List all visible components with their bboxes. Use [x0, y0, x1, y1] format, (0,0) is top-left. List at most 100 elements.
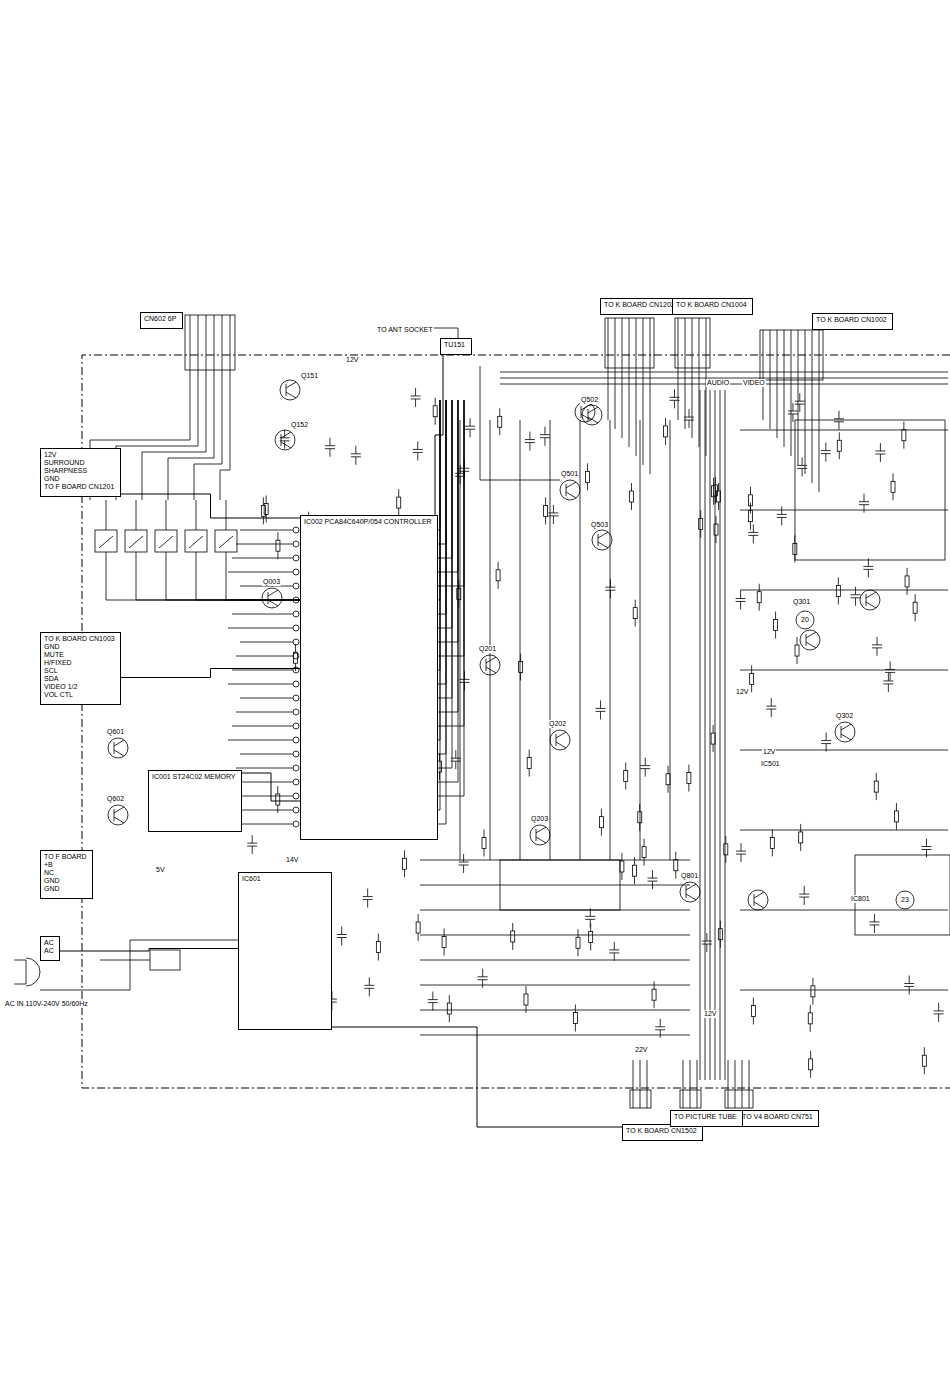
ic-pin — [293, 569, 299, 575]
wire — [114, 809, 115, 821]
part-label: 14V — [285, 856, 299, 864]
wire — [771, 698, 772, 706]
wire — [924, 1047, 925, 1055]
wire — [915, 594, 916, 602]
part-label: 12V — [762, 748, 776, 756]
ic-pin — [293, 695, 299, 701]
wire — [740, 601, 741, 609]
wire — [635, 619, 636, 627]
wire — [810, 1024, 811, 1032]
wire — [219, 536, 233, 548]
resistor-symbol — [519, 662, 523, 673]
transistor-symbol — [748, 890, 768, 910]
wire — [700, 390, 701, 1080]
resistor-symbol — [633, 608, 637, 619]
wire — [470, 418, 471, 426]
node-text: GND — [44, 885, 89, 893]
resistor-symbol — [544, 505, 548, 516]
wire — [654, 1000, 655, 1008]
wire — [686, 884, 696, 890]
wire — [452, 400, 453, 768]
wire — [689, 409, 690, 417]
wire — [232, 726, 293, 727]
ic-pin — [293, 737, 299, 743]
wire — [439, 772, 440, 780]
wire — [420, 935, 690, 936]
wire — [166, 500, 167, 530]
node-text: TO K BOARD CN1004 — [676, 301, 749, 309]
signal-wire — [242, 773, 300, 801]
wire — [825, 454, 826, 462]
wire — [866, 594, 867, 606]
ic-pin — [293, 555, 299, 561]
wire — [529, 750, 530, 758]
resistor-symbol — [666, 774, 670, 785]
wire — [236, 768, 293, 769]
part-label: 20 — [800, 616, 810, 624]
resistor-symbol — [511, 931, 515, 942]
resistor-symbol — [376, 942, 380, 953]
wire — [464, 400, 465, 796]
wire — [810, 1070, 811, 1078]
wire — [214, 315, 215, 370]
wire — [660, 1030, 661, 1038]
wire — [590, 923, 591, 931]
wire — [674, 389, 675, 397]
part-label: Q801 — [680, 872, 699, 880]
node-text: +B — [44, 861, 89, 869]
wire — [588, 409, 589, 421]
wire — [705, 390, 706, 1080]
wire — [629, 318, 630, 368]
wire — [665, 418, 666, 426]
node-text: VOL CTL — [44, 691, 117, 699]
resistor-symbol — [809, 1059, 813, 1070]
wire — [644, 839, 645, 847]
wire — [725, 390, 726, 1080]
wire — [686, 894, 696, 900]
wire — [903, 441, 904, 449]
wire — [792, 414, 793, 422]
node-text: SURROUND — [44, 459, 117, 467]
part-label: VIDEO — [742, 379, 766, 387]
wire — [341, 926, 342, 934]
wire — [482, 969, 483, 977]
wire — [420, 960, 690, 961]
wire — [432, 992, 433, 1000]
wire — [600, 711, 601, 719]
wire — [114, 750, 124, 756]
wire — [284, 441, 285, 449]
node-text: H/FIXED — [44, 659, 117, 667]
wire — [770, 380, 771, 429]
resistor-symbol — [714, 524, 718, 535]
wire — [753, 1017, 754, 1025]
wire — [890, 661, 891, 669]
resistor-symbol — [711, 733, 715, 744]
resistor-symbol — [496, 570, 500, 581]
wire — [800, 824, 801, 832]
wire — [700, 529, 701, 537]
ic-pin — [293, 765, 299, 771]
resistor-symbol — [433, 406, 437, 417]
wire — [464, 460, 465, 468]
node-text: SHARPNESS — [44, 467, 117, 475]
wire — [268, 600, 278, 606]
resistor-symbol — [276, 794, 280, 805]
wire — [196, 552, 300, 600]
resistor-symbol — [638, 812, 642, 823]
wire — [893, 492, 894, 500]
wire — [106, 552, 300, 600]
wire — [754, 894, 755, 906]
wire — [114, 817, 124, 823]
part-label: TO ANT SOCKET — [376, 326, 434, 334]
wire — [713, 497, 714, 505]
wire — [874, 914, 875, 922]
resistor-symbol — [632, 865, 636, 876]
wire — [252, 846, 253, 854]
wire — [645, 769, 646, 777]
wire — [643, 368, 644, 465]
ic-pin — [293, 597, 299, 603]
wire — [685, 318, 686, 368]
wire — [643, 318, 644, 368]
part-label: 12V — [703, 1010, 717, 1018]
wire — [114, 807, 124, 813]
